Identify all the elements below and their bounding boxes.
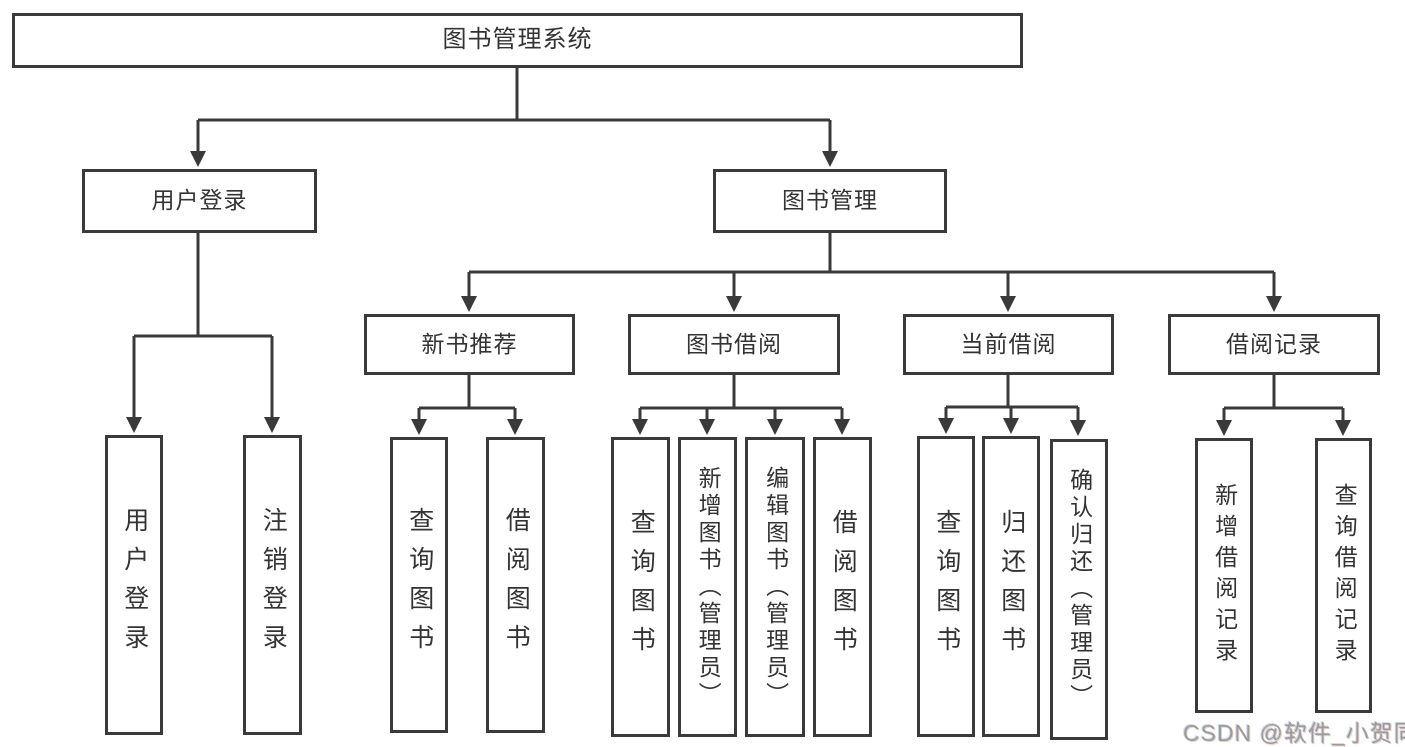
connector-newbook-branch (417, 375, 517, 422)
node-library-system: 图书管理系统 (12, 13, 1023, 68)
arrow-down-icon (1266, 296, 1282, 312)
connector-mgmt-branch (467, 233, 1276, 299)
leaf-user-login: 用户登录 (105, 435, 163, 735)
connector-borrow-branch (638, 375, 844, 422)
leaf-borrow-query-book: 查询图书 (611, 437, 670, 737)
node-user-login: 用户登录 (82, 169, 317, 233)
arrow-down-icon (1070, 420, 1086, 436)
node-book-management: 图书管理 (713, 169, 947, 233)
leaf-current-query-book: 查询图书 (917, 436, 975, 737)
arrow-down-icon (699, 419, 715, 435)
leaf-borrow-borrow-book: 借阅图书 (813, 437, 872, 737)
leaf-record-query-record: 查询借阅记录 (1315, 438, 1372, 713)
arrow-down-icon (632, 419, 648, 435)
leaf-current-return-book: 归还图书 (982, 436, 1040, 737)
arrow-down-icon (938, 418, 954, 434)
node-book-borrow: 图书借阅 (628, 314, 840, 375)
arrow-down-icon (1003, 418, 1019, 434)
leaf-borrow-add-book-admin: 新增图书（管理员） (678, 437, 737, 737)
connector-login-branch (132, 233, 274, 420)
arrow-down-icon (461, 296, 477, 312)
connector-root-branch (196, 68, 832, 154)
leaf-newbook-query-book: 查询图书 (390, 437, 448, 733)
connector-record-branch (1222, 375, 1345, 422)
arrow-down-icon (1216, 420, 1232, 436)
node-current-borrow: 当前借阅 (903, 314, 1114, 375)
arrow-down-icon (834, 419, 850, 435)
arrow-down-icon (126, 417, 142, 433)
leaf-current-confirm-return-admin: 确认归还（管理员） (1050, 439, 1108, 740)
arrow-down-icon (190, 151, 206, 167)
arrow-down-icon (1335, 420, 1351, 436)
leaf-record-add-record: 新增借阅记录 (1195, 438, 1253, 713)
connector-current-branch (944, 375, 1080, 421)
arrow-down-icon (1000, 296, 1016, 312)
leaf-logout: 注销登录 (243, 435, 302, 735)
csdn-watermark: CSDN @软件_小贺同学 (1183, 720, 1405, 746)
arrow-down-icon (767, 419, 783, 435)
arrow-down-icon (726, 296, 742, 312)
node-borrow-record: 借阅记录 (1168, 314, 1380, 375)
leaf-borrow-edit-book-admin: 编辑图书（管理员） (745, 437, 805, 737)
leaf-newbook-borrow-book: 借阅图书 (486, 437, 545, 733)
arrow-down-icon (264, 417, 280, 433)
node-new-book-recommend: 新书推荐 (364, 314, 575, 375)
arrow-down-icon (411, 419, 427, 435)
arrow-down-icon (507, 419, 523, 435)
arrow-down-icon (822, 151, 838, 167)
